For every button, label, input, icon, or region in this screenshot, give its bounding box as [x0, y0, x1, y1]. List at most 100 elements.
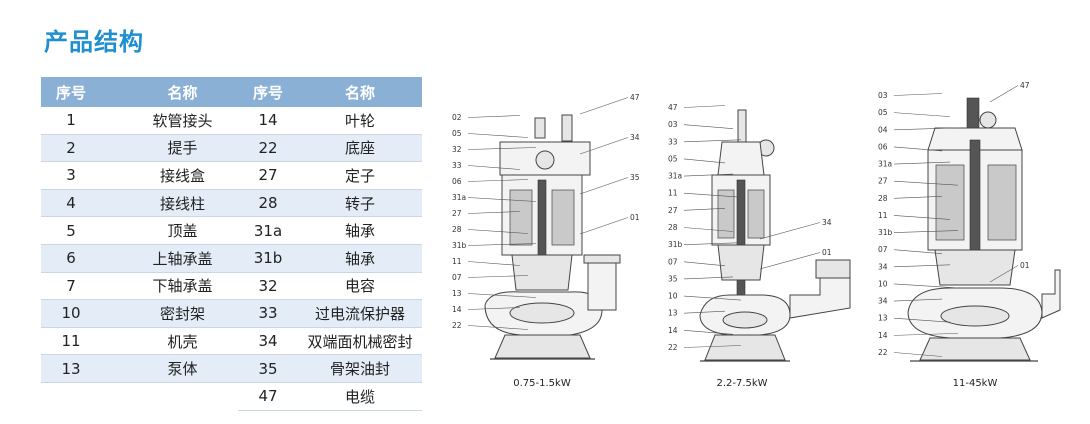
- callout-label: 31b: [878, 228, 893, 237]
- part-number: 33: [238, 299, 298, 328]
- callout-label: 27: [878, 177, 888, 186]
- part-name: 提手: [101, 134, 264, 163]
- part-number: 22: [238, 134, 298, 163]
- callout-label: 34: [878, 262, 888, 271]
- callout-leader: [467, 243, 537, 246]
- callout-leader: [683, 192, 742, 198]
- part-name: 软管接头: [101, 107, 264, 135]
- callout-leader: [467, 325, 529, 330]
- callout-leader: [893, 180, 959, 186]
- part-name: 轴承: [298, 244, 422, 273]
- callout-label: 03: [878, 91, 888, 100]
- pump-drawing-medium: [699, 109, 851, 362]
- part-number: 32: [238, 272, 298, 301]
- callout-label: 33: [452, 161, 462, 170]
- part-name: 顶盖: [101, 216, 264, 245]
- callout-label: 14: [878, 331, 888, 340]
- part-number: 31b: [238, 244, 298, 273]
- callout-leader: [683, 242, 742, 245]
- callout-label: 13: [668, 309, 678, 318]
- callout-leader: [579, 97, 629, 115]
- callout-leader: [579, 217, 629, 235]
- callout-leader: [893, 264, 951, 268]
- diagram-caption: 11-45kW: [953, 378, 998, 389]
- part-name: 下轴承盖: [101, 272, 264, 301]
- callout-leader: [683, 261, 726, 267]
- part-name: 骨架油封: [298, 354, 422, 383]
- callout-label: 47: [630, 93, 640, 102]
- callout-leader: [683, 158, 726, 164]
- part-number: 13: [41, 354, 101, 383]
- header-name: 名称: [298, 77, 422, 107]
- callout-leader: [683, 345, 742, 348]
- table-header: 序号 名称: [41, 77, 264, 107]
- callout-leader: [467, 275, 529, 278]
- callout-leader: [579, 177, 629, 195]
- callout-label: 33: [668, 137, 678, 146]
- callout-leader: [893, 196, 943, 199]
- callout-label: 01: [1020, 261, 1030, 270]
- callout-leader: [467, 307, 521, 310]
- part-name: 双端面机械密封: [298, 327, 422, 356]
- callout-leader: [467, 147, 537, 150]
- callout-leader: [893, 161, 951, 165]
- header-name: 名称: [101, 77, 264, 107]
- callout-label: 07: [878, 245, 888, 254]
- header-number: 序号: [238, 77, 298, 107]
- callout-leader: [893, 215, 951, 220]
- callout-label: 32: [452, 145, 462, 154]
- part-name: 底座: [298, 134, 422, 163]
- part-number: 28: [238, 189, 298, 218]
- callout-label: 31a: [878, 160, 892, 169]
- part-name: 机壳: [101, 327, 264, 356]
- part-name: 电缆: [298, 382, 422, 411]
- callout-leader: [989, 265, 1019, 283]
- part-number: 11: [41, 327, 101, 356]
- part-name: 轴承: [298, 216, 422, 245]
- callout-leader: [683, 330, 734, 335]
- callout-label: 34: [878, 297, 888, 306]
- part-number: 27: [238, 161, 298, 190]
- callout-label: 34: [630, 133, 640, 142]
- callout-leader: [893, 93, 943, 96]
- callout-label: 02: [452, 113, 462, 122]
- callout-leader: [683, 227, 734, 232]
- part-name: 接线柱: [101, 189, 264, 218]
- callout-leader: [893, 127, 959, 131]
- part-number: 7: [41, 272, 101, 301]
- part-name: 接线盒: [101, 161, 264, 190]
- part-name: 密封架: [101, 299, 264, 328]
- callout-label: 28: [452, 225, 462, 234]
- callout-label: 10: [668, 292, 678, 301]
- callout-leader: [683, 105, 726, 108]
- callout-leader: [759, 252, 821, 270]
- callout-leader: [893, 230, 959, 233]
- callout-label: 07: [452, 273, 462, 282]
- part-number: 4: [41, 189, 101, 218]
- callout-leader: [893, 146, 943, 152]
- callout-leader: [467, 115, 521, 118]
- callout-label: 28: [878, 194, 888, 203]
- callout-label: 22: [878, 348, 888, 357]
- callout-label: 14: [452, 305, 462, 314]
- diagram-caption: 2.2-7.5kW: [716, 378, 767, 389]
- pump-drawing-large: [907, 97, 1061, 362]
